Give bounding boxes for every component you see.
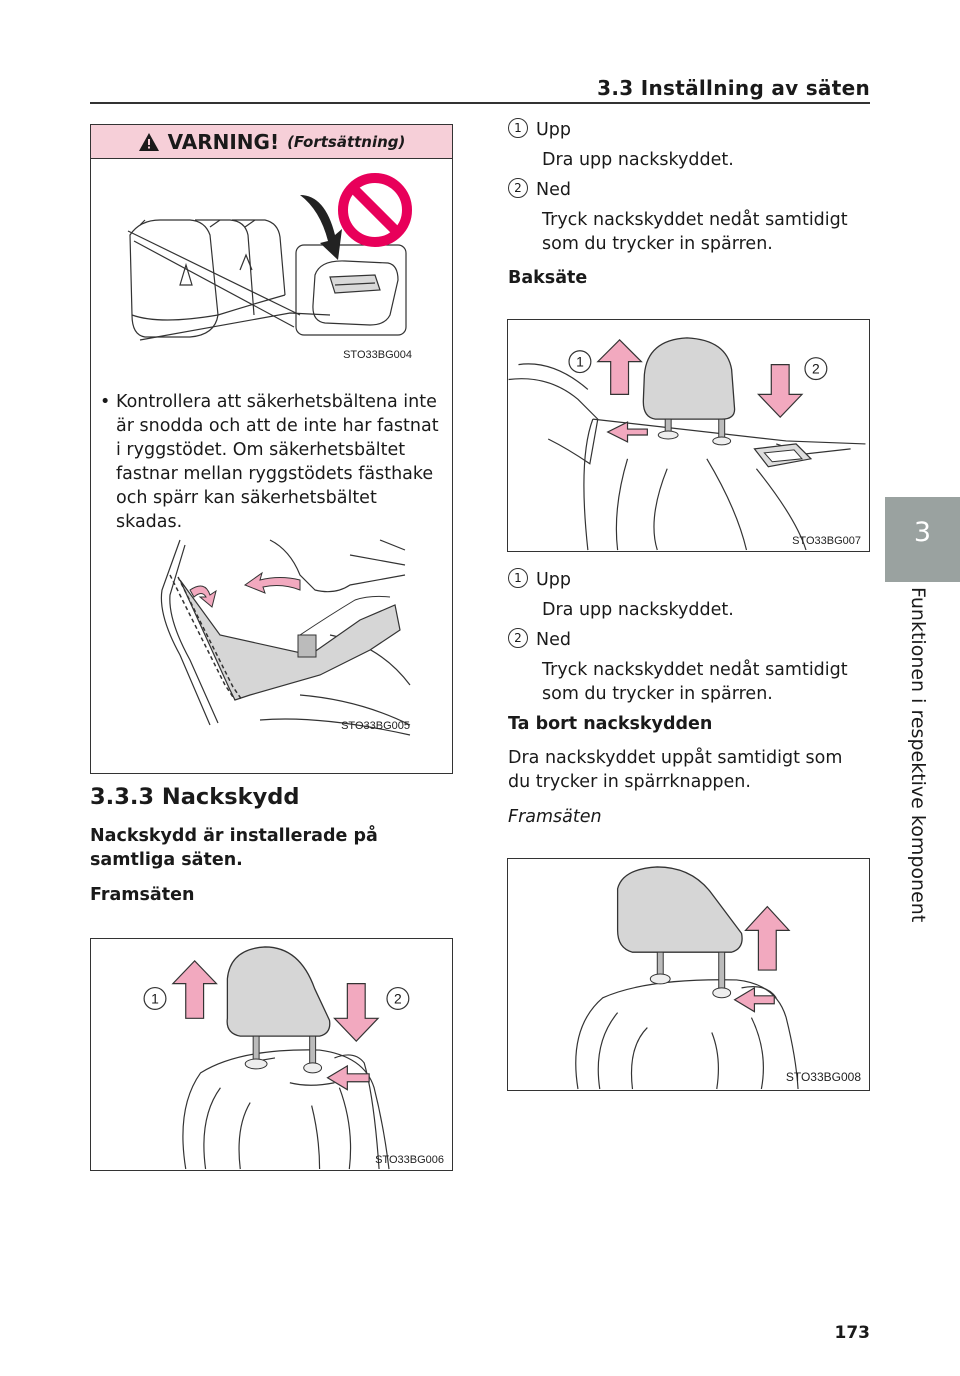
warning-bullet: • Kontrollera att säkerhetsbältena inte …: [100, 390, 445, 534]
rear-seat-belt-figure: STO33BG004: [120, 165, 420, 365]
seatback-belt-figure: STO33BG005: [150, 535, 420, 740]
warning-icon: [138, 132, 159, 151]
rear-headrest-illustration: 1 2: [508, 337, 866, 551]
section-heading: 3.3.3 Nackskydd: [90, 784, 300, 810]
chapter-text-bg: [885, 582, 960, 952]
rear-headrest-figure: 1 2 STO33BG007: [507, 319, 870, 552]
instruction-down: 2 Ned Tryck nackskyddet nedåt samtidigt s…: [508, 178, 870, 256]
step-number: 1: [508, 118, 528, 138]
front-headrest-illustration: 1 2: [143, 946, 410, 1170]
warning-title: VARNING!: [167, 129, 280, 154]
figure-code: STO33BG005: [341, 720, 410, 732]
remove-headrest-figure: STO33BG008: [507, 858, 870, 1091]
bullet-marker: •: [100, 392, 111, 412]
step-description: Dra upp nackskyddet.: [542, 600, 734, 620]
figure-code: STO33BG004: [343, 349, 412, 361]
remove-heading: Ta bort nackskydden: [508, 714, 713, 734]
instruction-up: 1 Upp Dra upp nackskyddet.: [508, 568, 870, 622]
instruction-up: 1 Upp Dra upp nackskyddet.: [508, 118, 870, 172]
figure-code: STO33BG008: [785, 1070, 861, 1084]
step-number: 1: [508, 568, 528, 588]
front-headrest-figure: 1 2 STO33BG006: [90, 938, 453, 1171]
step-number: 2: [508, 178, 528, 198]
remove-front-label: Framsäten: [508, 807, 602, 827]
chapter-number-bg: [885, 497, 960, 582]
instruction-down: 2 Ned Tryck nackskyddet nedåt samtidigt s…: [508, 628, 870, 706]
step-description: Dra upp nackskyddet.: [542, 150, 734, 170]
marker-1: 1: [576, 354, 584, 370]
section-title: 3.3 Inställning av säten: [597, 76, 870, 100]
rear-seat-belt-illustration: [127, 173, 412, 341]
page-number: 173: [834, 1323, 871, 1343]
chapter-side-tab: 3 Funktionen i respektive komponent: [885, 497, 960, 952]
step-description: Tryck nackskyddet nedåt samtidigt som du…: [542, 210, 848, 254]
step-description: Tryck nackskyddet nedåt samtidigt som du…: [542, 660, 848, 704]
figure-code: STO33BG006: [375, 1154, 444, 1166]
section-intro: Nackskydd är installerade på samtliga sä…: [90, 826, 378, 870]
step-label: Ned: [536, 630, 571, 650]
warning-header: VARNING! (Fortsättning): [91, 125, 452, 159]
remove-text: Dra nackskyddet uppåt samtidigt som du t…: [508, 748, 843, 792]
step-label: Upp: [536, 120, 572, 140]
seatback-belt-illustration: [160, 539, 411, 736]
warning-continued: (Fortsättning): [287, 132, 406, 151]
marker-2: 2: [394, 990, 402, 1006]
bullet-text: Kontrollera att säkerhetsbältena inte är…: [116, 392, 439, 532]
header-rule: [90, 102, 870, 104]
rear-seat-label: Baksäte: [508, 268, 588, 288]
step-number: 2: [508, 628, 528, 648]
figure-code: STO33BG007: [792, 535, 861, 547]
marker-1: 1: [151, 990, 159, 1006]
step-label: Upp: [536, 570, 572, 590]
step-label: Ned: [536, 180, 571, 200]
warning-box: VARNING! (Fortsättning): [90, 124, 453, 774]
chapter-title: Funktionen i respektive komponent: [907, 587, 929, 923]
marker-2: 2: [812, 361, 820, 377]
front-seat-label: Framsäten: [90, 885, 195, 905]
chapter-number: 3: [913, 517, 932, 548]
remove-headrest-illustration: [575, 866, 799, 1090]
